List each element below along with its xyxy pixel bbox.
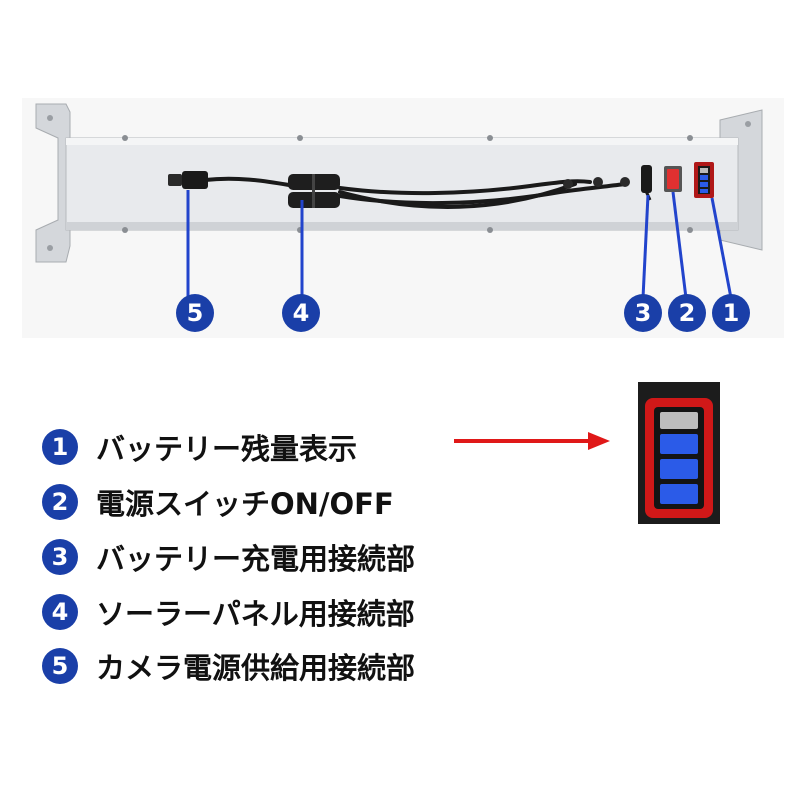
photo-marker-1: 1 xyxy=(712,294,750,332)
left-bracket xyxy=(35,103,71,263)
panel-bottom-edge xyxy=(66,222,738,230)
photo-marker-2: 2 xyxy=(668,294,706,332)
cable-gland xyxy=(563,179,573,189)
photo-marker-4: 4 xyxy=(282,294,320,332)
legend-row-5: 5 カメラ電源供給用接続部 xyxy=(42,648,416,685)
battery-level-zoom-icon xyxy=(638,382,720,524)
legend-label-charging-port: バッテリー充電用接続部 xyxy=(96,542,416,576)
legend-number-1: 1 xyxy=(42,429,78,465)
legend-row-3: 3 バッテリー充電用接続部 xyxy=(42,539,416,576)
battery-bar-lit xyxy=(660,484,698,504)
legend-number-4: 4 xyxy=(42,594,78,630)
panel-top-edge xyxy=(66,138,738,145)
legend-row-2: 2 電源スイッチON/OFF xyxy=(42,484,394,521)
photo-marker-3: 3 xyxy=(624,294,662,332)
battery-bar-empty xyxy=(660,412,698,429)
battery-bar-lit xyxy=(660,434,698,454)
legend-label-power-switch: 電源スイッチON/OFF xyxy=(96,487,394,521)
cable-gland xyxy=(620,177,630,187)
legend-row-4: 4 ソーラーパネル用接続部 xyxy=(42,594,415,631)
legend-label-solar-port: ソーラーパネル用接続部 xyxy=(96,597,415,631)
battery-bar-lit xyxy=(660,459,698,479)
leader-lines xyxy=(186,190,733,299)
photo-marker-5: 5 xyxy=(176,294,214,332)
legend-label-battery-level: バッテリー残量表示 xyxy=(96,432,358,466)
power-switch xyxy=(664,166,682,192)
legend-row-1: 1 バッテリー残量表示 xyxy=(42,429,358,466)
panel-body xyxy=(65,137,739,231)
cable-gland xyxy=(593,177,603,187)
red-arrow-icon xyxy=(454,432,610,450)
legend-number-3: 3 xyxy=(42,539,78,575)
legend-label-camera-power: カメラ電源供給用接続部 xyxy=(96,651,416,685)
product-photo xyxy=(22,98,784,338)
battery-indicator-small xyxy=(694,162,714,198)
legend-number-5: 5 xyxy=(42,648,78,684)
camera-power-plug xyxy=(168,171,208,189)
legend-number-2: 2 xyxy=(42,484,78,520)
